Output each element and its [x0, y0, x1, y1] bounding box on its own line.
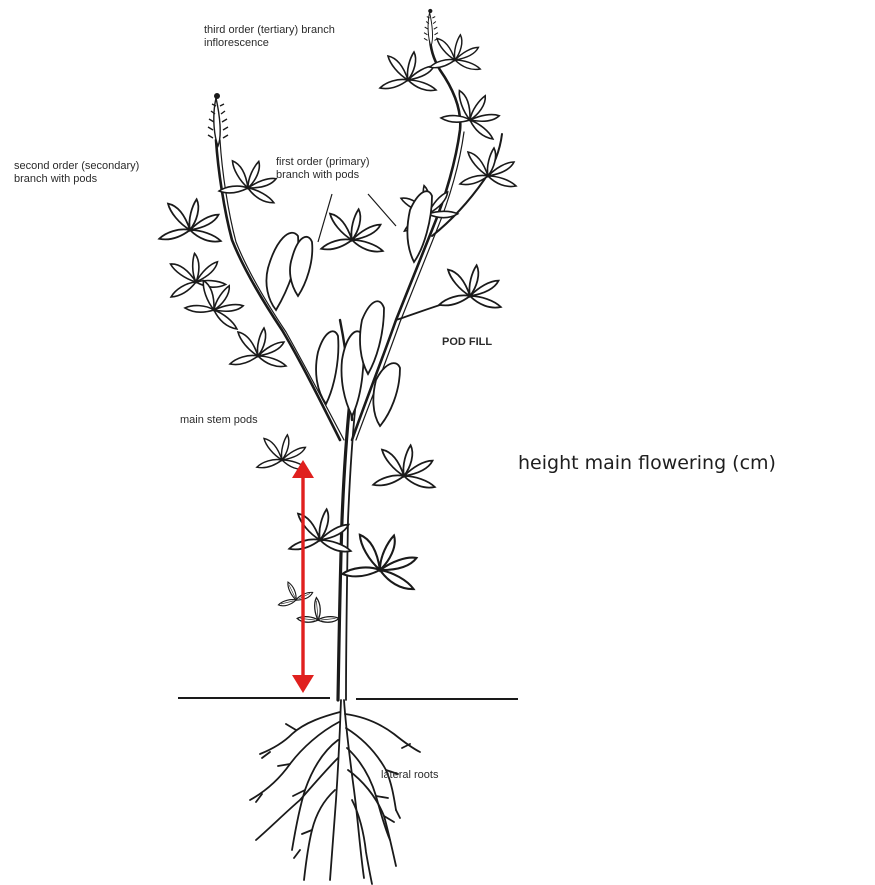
inflorescence-left — [208, 93, 228, 146]
pods — [266, 191, 432, 426]
height-measurement-label: height main flowering (cm) — [518, 452, 776, 474]
pod-fill-label: POD FILL — [442, 336, 492, 349]
primary-branch-label: first order (primary) branch with pods — [276, 156, 370, 182]
secondary-branch-label: second order (secondary) branch with pod… — [14, 160, 139, 186]
leaves — [159, 35, 516, 622]
lateral-roots-label: lateral roots — [381, 769, 438, 782]
ground-line — [178, 698, 518, 699]
inflorescence-right — [424, 9, 438, 46]
primary-branch — [352, 36, 502, 440]
tertiary-branch-label: third order (tertiary) branch infloresce… — [204, 24, 335, 50]
main-stem-pods-label: main stem pods — [180, 414, 258, 427]
root-system — [250, 700, 420, 884]
height-measurement-arrow — [292, 460, 314, 693]
